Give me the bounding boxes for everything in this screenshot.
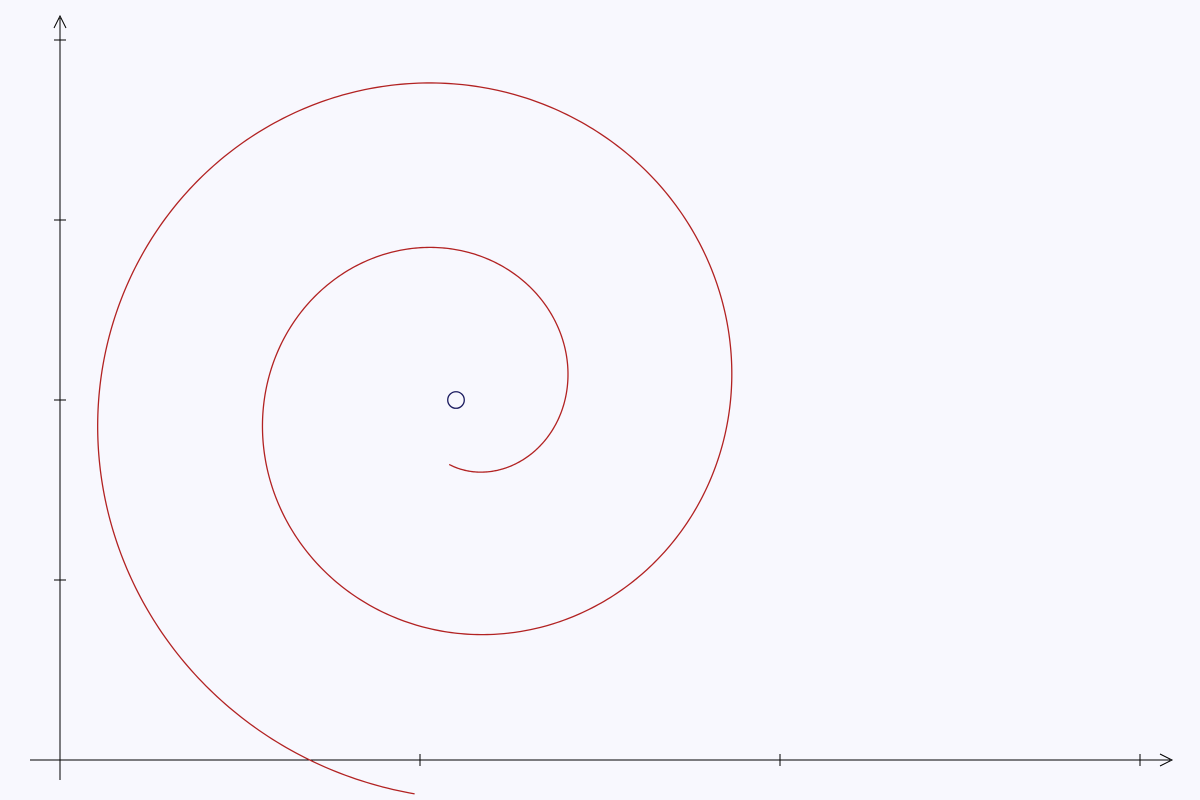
spiral-series-line — [97, 82, 733, 795]
y-axis-arrow — [53, 14, 67, 29]
plot-area — [97, 82, 733, 795]
center-marker — [447, 391, 465, 409]
x-axis-arrow — [1159, 753, 1174, 767]
ticks — [54, 39, 1141, 766]
axes — [30, 14, 1174, 780]
